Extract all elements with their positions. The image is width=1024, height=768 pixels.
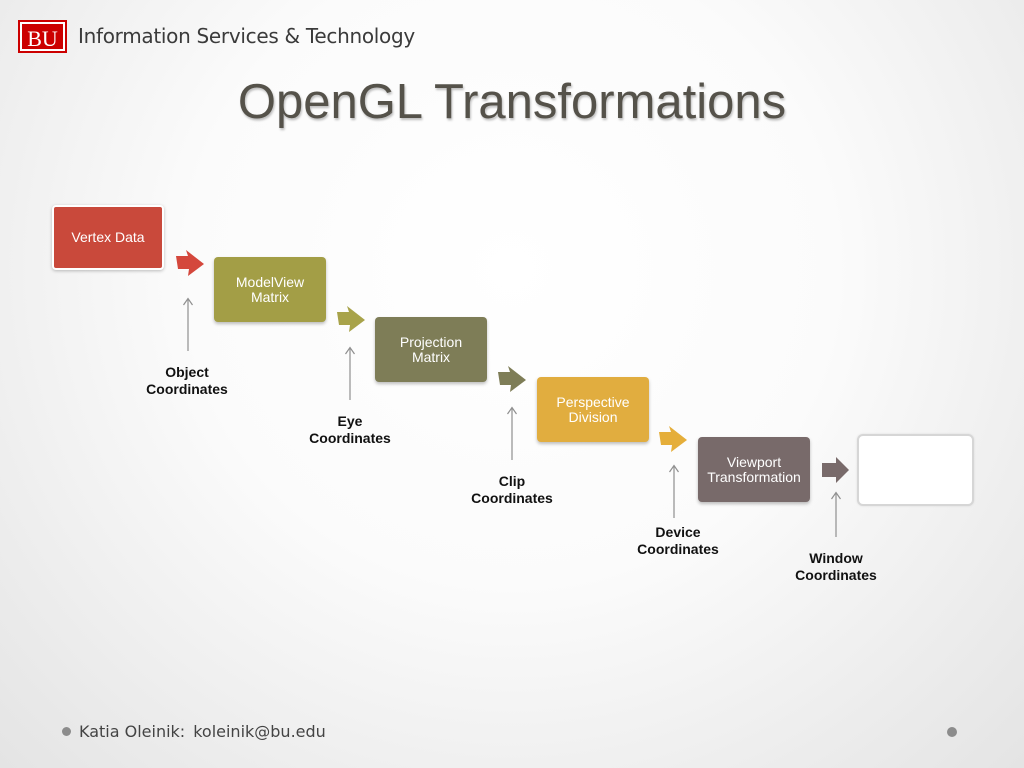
stage-modelview-matrix: ModelView Matrix bbox=[214, 257, 326, 322]
flow-arrow-icon bbox=[176, 250, 204, 276]
up-arrow-icon bbox=[669, 464, 679, 518]
footer-author: Katia Oleinik: bbox=[79, 722, 186, 741]
stage-projection-matrix: Projection Matrix bbox=[375, 317, 487, 382]
org-name: Information Services & Technology bbox=[78, 24, 415, 48]
coord-label-line2: Coordinates bbox=[309, 430, 391, 446]
stage-label: Projection Matrix bbox=[399, 333, 463, 365]
coord-label-clip: Clip Coordinates bbox=[452, 473, 572, 507]
slide-dot-icon bbox=[947, 727, 957, 737]
stage-label: Vertex Data bbox=[71, 229, 145, 245]
flow-arrow-shape bbox=[498, 366, 526, 392]
flow-arrow-shape bbox=[176, 250, 204, 276]
coord-label-line1: Object bbox=[165, 364, 209, 380]
coord-label-line1: Clip bbox=[498, 473, 526, 489]
bu-logo: BU bbox=[18, 19, 67, 53]
header-brand: BU Information Services & Technology bbox=[18, 19, 415, 53]
flow-arrow-shape bbox=[337, 306, 365, 332]
coord-label-window: Window Coordinates bbox=[776, 550, 896, 584]
up-arrow-icon bbox=[183, 297, 193, 351]
stage-viewport-transformation: Viewport Transformation bbox=[698, 437, 810, 502]
coord-label-line2: Coordinates bbox=[146, 381, 228, 397]
flow-arrow-icon bbox=[822, 457, 849, 483]
coord-label-line1: Device bbox=[655, 524, 701, 540]
stage-label: Viewport Transformation bbox=[707, 453, 801, 485]
coord-label-device: Device Coordinates bbox=[618, 524, 738, 558]
footer-email: koleinik@bu.edu bbox=[193, 722, 326, 741]
stage-perspective-division: Perspective Division bbox=[537, 377, 649, 442]
up-arrow-icon bbox=[507, 406, 517, 460]
coord-label-object: Object Coordinates bbox=[127, 364, 247, 398]
flow-arrow-icon bbox=[659, 426, 687, 452]
coord-label-line1: Window bbox=[809, 550, 863, 566]
bullet-dot-icon bbox=[62, 727, 71, 736]
coord-label-line2: Coordinates bbox=[471, 490, 553, 506]
slide-title: OpenGL Transformations bbox=[237, 75, 787, 129]
coord-label-line2: Coordinates bbox=[795, 567, 877, 583]
stage-window-output bbox=[857, 434, 974, 506]
stage-label: Perspective Division bbox=[556, 393, 630, 425]
flow-arrow-shape bbox=[822, 457, 849, 483]
stage-vertex-data: Vertex Data bbox=[52, 205, 164, 270]
flow-arrow-icon bbox=[498, 366, 526, 392]
up-arrow-icon bbox=[831, 491, 841, 537]
stage-label: ModelView Matrix bbox=[235, 273, 305, 305]
flow-arrow-shape bbox=[659, 426, 687, 452]
coord-label-line2: Coordinates bbox=[637, 541, 719, 557]
coord-label-line1: Eye bbox=[337, 413, 363, 429]
up-arrow-icon bbox=[345, 346, 355, 400]
flow-arrow-icon bbox=[337, 306, 365, 332]
coord-label-eye: Eye Coordinates bbox=[290, 413, 410, 447]
footer: Katia Oleinik: koleinik@bu.edu bbox=[62, 722, 326, 741]
